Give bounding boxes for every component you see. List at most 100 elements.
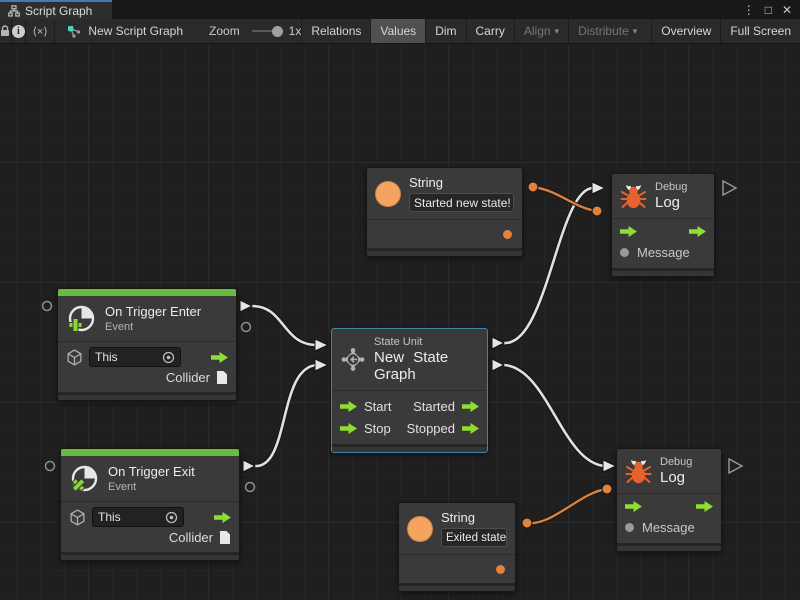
object-picker-icon[interactable] <box>165 511 178 524</box>
string-output-port[interactable] <box>496 564 505 574</box>
debug-top-flow-output-port[interactable] <box>722 179 738 197</box>
graph-name-breadcrumb[interactable]: New Script Graph <box>55 19 193 43</box>
code-icon: ⟨×⟩ <box>32 25 48 38</box>
close-icon[interactable]: ✕ <box>781 2 792 17</box>
started-output-cap[interactable] <box>491 336 506 350</box>
lock-icon <box>1 25 10 36</box>
node-footer <box>61 552 239 560</box>
string-literal-icon <box>407 515 433 542</box>
message-bottom-wire-end-dot[interactable] <box>601 483 613 495</box>
node-title: On Trigger Exit <box>108 464 195 479</box>
node-on-trigger-exit[interactable]: On Trigger Exit Event This <box>60 448 240 561</box>
object-picker-icon[interactable] <box>162 351 175 364</box>
node-kicker: Debug <box>655 181 688 193</box>
string-value-input[interactable]: Started new state! <box>409 193 514 212</box>
carry-toggle[interactable]: Carry <box>465 19 514 43</box>
message-input-port[interactable] <box>625 523 634 532</box>
collider-doc-icon <box>220 531 230 544</box>
node-string-bottom[interactable]: String Exited state <box>398 502 516 592</box>
dim-toggle[interactable]: Dim <box>425 19 465 43</box>
trigger-enter-target-port[interactable] <box>41 300 53 312</box>
flow-output-port[interactable] <box>689 226 706 237</box>
flow-output-port[interactable] <box>696 501 713 512</box>
align-dropdown[interactable]: Align▾ <box>513 19 568 43</box>
node-subtitle: Event <box>108 481 137 493</box>
graph-canvas[interactable]: String Started new state! <box>0 44 800 600</box>
string-value-input[interactable]: Exited state <box>441 528 507 547</box>
toolbar-toggle-group: Relations Values Dim Carry Align▾ Distri… <box>301 19 800 43</box>
trigger-exit-event-icon <box>71 465 98 493</box>
tab-title: Script Graph <box>25 3 93 18</box>
node-debug-log-top[interactable]: Debug Log Message <box>611 173 715 277</box>
node-footer <box>617 543 721 551</box>
connection-wires <box>41 179 744 529</box>
stopped-output-cap[interactable] <box>491 358 506 372</box>
stop-input-port[interactable] <box>340 422 357 434</box>
zoom-slider-handle[interactable] <box>271 26 283 37</box>
stop-port-label: Stop <box>364 420 391 436</box>
flow-input-port[interactable] <box>625 501 642 512</box>
trigger-exit-collider-port[interactable] <box>244 481 256 493</box>
message-input-port[interactable] <box>620 248 629 257</box>
wire-started-to-log[interactable] <box>503 186 595 345</box>
stopped-port-label: Stopped <box>406 420 455 436</box>
flow-output-port[interactable] <box>214 511 231 523</box>
state-unit-icon <box>341 348 365 371</box>
graph-name-label: New Script Graph <box>88 24 184 38</box>
node-footer <box>612 268 714 276</box>
collider-port-label: Collider <box>168 530 213 545</box>
graph-toolbar: i ⟨×⟩ New Script Graph Zoom 1x Relations… <box>0 19 800 44</box>
message-top-wire-end-dot[interactable] <box>591 205 603 217</box>
debug-top-input-arrowhead <box>591 181 607 195</box>
string-output-port[interactable] <box>503 229 512 239</box>
graph-hierarchy-icon <box>8 4 20 17</box>
node-footer <box>399 583 515 591</box>
window-controls: ⋮ □ ✕ <box>743 0 800 19</box>
flow-input-port[interactable] <box>620 226 637 237</box>
target-object-field[interactable]: This <box>89 347 181 367</box>
relations-toggle[interactable]: Relations <box>301 19 370 43</box>
overview-button[interactable]: Overview <box>651 19 720 43</box>
node-footer <box>332 444 487 452</box>
target-object-field[interactable]: This <box>92 507 184 527</box>
wire-string-to-message-top[interactable] <box>532 185 598 213</box>
code-view-button[interactable]: ⟨×⟩ <box>26 19 56 43</box>
wire-enter-to-start[interactable] <box>251 304 318 347</box>
more-icon[interactable]: ⋮ <box>742 2 755 17</box>
wire-string-to-message-bottom[interactable] <box>526 487 608 525</box>
node-title: New State Graph <box>374 349 449 383</box>
stopped-output-port[interactable] <box>462 422 479 434</box>
trigger-enter-collider-port[interactable] <box>240 321 252 333</box>
lock-button[interactable] <box>0 19 12 43</box>
inspect-button[interactable]: i <box>11 19 26 43</box>
info-icon: i <box>11 24 25 38</box>
zoom-value: 1x <box>288 24 302 38</box>
stop-input-arrowhead <box>314 358 330 372</box>
zoom-slider[interactable] <box>251 26 283 37</box>
wire-stopped-to-log[interactable] <box>503 363 606 468</box>
gameobject-cube-icon <box>67 348 82 366</box>
start-input-port[interactable] <box>340 400 357 412</box>
fullscreen-button[interactable]: Full Screen <box>720 19 800 43</box>
wire-exit-to-stop[interactable] <box>254 363 318 468</box>
node-footer <box>58 392 236 400</box>
node-state-unit[interactable]: State Unit New State Graph Start Started… <box>331 328 488 453</box>
node-string-top[interactable]: String Started new state! <box>366 167 523 257</box>
debug-bottom-flow-output-port[interactable] <box>728 457 744 475</box>
node-debug-log-bottom[interactable]: Debug Log Message <box>616 448 722 552</box>
chevron-down-icon: ▾ <box>632 25 638 36</box>
maximize-icon[interactable]: □ <box>764 2 772 17</box>
string-bottom-wire-source-dot[interactable] <box>521 517 533 529</box>
started-output-port[interactable] <box>462 400 479 412</box>
trigger-enter-output-cap[interactable] <box>239 299 254 313</box>
event-header-strip <box>58 289 236 296</box>
trigger-exit-output-cap[interactable] <box>242 459 257 473</box>
string-top-wire-source-dot[interactable] <box>527 181 539 193</box>
node-on-trigger-enter[interactable]: On Trigger Enter Event This <box>57 288 237 401</box>
trigger-exit-target-port[interactable] <box>44 460 56 472</box>
flow-output-port[interactable] <box>211 351 228 363</box>
values-toggle[interactable]: Values <box>370 19 426 43</box>
tab-script-graph[interactable]: Script Graph <box>0 0 112 19</box>
distribute-dropdown[interactable]: Distribute▾ <box>568 19 646 43</box>
